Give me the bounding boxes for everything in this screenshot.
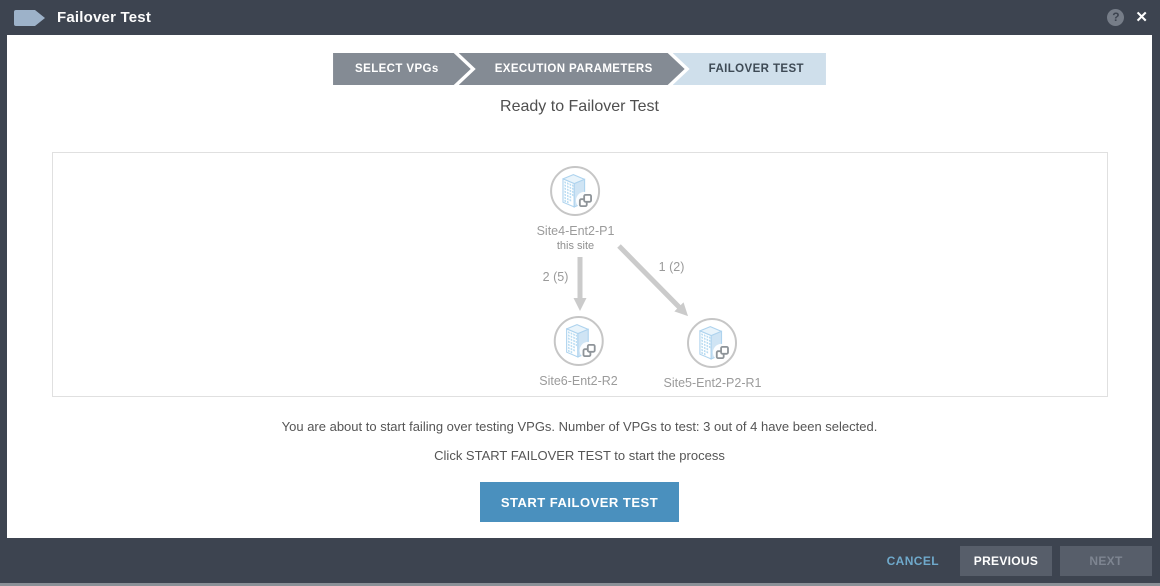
site-name: Site5-Ent2-P2-R1: [663, 376, 762, 390]
title-bar: Failover Test ? ✕: [0, 0, 1160, 35]
site-building-icon[interactable]: [550, 166, 601, 216]
step-select-vpgs[interactable]: SELECT VPGs: [333, 53, 471, 85]
step-execution-parameters[interactable]: EXECUTION PARAMETERS: [459, 53, 685, 85]
next-button: NEXT: [1060, 545, 1152, 576]
wizard-arrow-icon: [13, 9, 47, 27]
edge-count-label: 1 (2): [658, 260, 685, 274]
dialog-body: SELECT VPGs EXECUTION PARAMETERS FAILOVE…: [7, 35, 1152, 538]
close-icon[interactable]: ✕: [1135, 9, 1148, 26]
help-icon[interactable]: ?: [1107, 9, 1125, 26]
ready-heading: Ready to Failover Test: [500, 98, 659, 115]
page-title: Failover Test: [57, 9, 152, 26]
cancel-button[interactable]: CANCEL: [886, 553, 939, 568]
site-name: Site4-Ent2-P1: [536, 224, 615, 238]
start-failover-test-button[interactable]: START FAILOVER TEST: [479, 482, 680, 522]
instruction-message: Click START FAILOVER TEST to start the p…: [434, 448, 725, 463]
wizard-stepper: SELECT VPGs EXECUTION PARAMETERS FAILOVE…: [333, 53, 826, 85]
site-node-target-1: Site6-Ent2-R2: [539, 316, 618, 388]
site-name: Site6-Ent2-R2: [539, 374, 618, 388]
site-node-target-2: Site5-Ent2-P2-R1: [663, 318, 762, 390]
summary-message: You are about to start failing over test…: [281, 419, 878, 434]
site-node-source: Site4-Ent2-P1 this site: [536, 166, 615, 252]
site-building-icon[interactable]: [687, 318, 738, 368]
site-note: this site: [556, 240, 595, 252]
site-building-icon[interactable]: [553, 316, 604, 366]
previous-button[interactable]: PREVIOUS: [960, 545, 1052, 576]
step-failover-test[interactable]: FAILOVER TEST: [672, 53, 826, 85]
edge-count-label: 2 (5): [542, 270, 569, 284]
topology-panel: Site4-Ent2-P1 this site Site6-Ent2-R2 Si…: [51, 152, 1108, 397]
footer-bar: CANCEL PREVIOUS NEXT: [0, 538, 1160, 583]
